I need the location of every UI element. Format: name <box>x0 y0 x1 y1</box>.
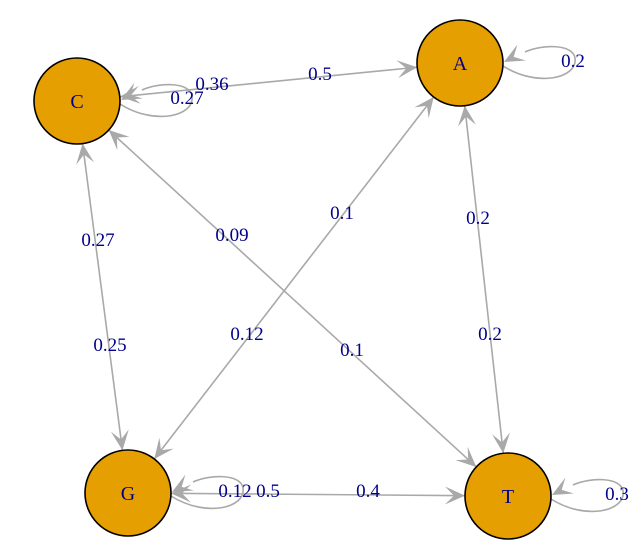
arrowhead-to-a <box>457 105 476 127</box>
edges-layer <box>76 44 624 513</box>
arrowhead-to-a <box>414 97 434 119</box>
arrowhead-to-g <box>154 437 174 459</box>
edge-label-c-t: 0.1 <box>340 340 364 361</box>
edge-c-g <box>76 143 129 451</box>
self-loop-c <box>119 82 193 118</box>
loop-arrowhead-g <box>172 474 194 492</box>
edge-label-g-a: 0.1 <box>330 203 354 224</box>
edge-label-t-c: 0.09 <box>215 225 248 246</box>
edge-label-t-g: 0.5 <box>256 481 280 502</box>
node-circle <box>33 57 121 145</box>
edge-c-t <box>108 129 477 468</box>
node-circle <box>84 449 172 537</box>
edge-label-c-g: 0.25 <box>93 335 126 356</box>
arrowhead-to-g <box>110 429 129 451</box>
edge-c-a <box>119 60 418 104</box>
node-label: T <box>502 486 514 508</box>
node-t: T <box>464 452 552 540</box>
edge-a-g <box>153 96 435 460</box>
edge-label-c-a: 0.5 <box>308 64 332 85</box>
self-loop-t <box>550 477 624 513</box>
edge-label-a-c: 0.36 <box>195 74 228 95</box>
node-circle <box>416 19 504 107</box>
edge-label-t-t: 0.3 <box>605 484 629 505</box>
edge-label-c-c: 0.27 <box>170 88 203 109</box>
node-label: G <box>121 483 135 505</box>
edge-label-a-g: 0.12 <box>230 324 263 345</box>
nodes-layer: A C G T <box>33 19 552 540</box>
loop-arrowhead-a <box>504 44 526 62</box>
arrowhead-to-t <box>455 446 477 467</box>
loop-arrowhead-t <box>552 477 574 495</box>
edge-label-a-t: 0.2 <box>478 324 502 345</box>
node-a: A <box>416 19 504 107</box>
node-circle <box>464 452 552 540</box>
arrowhead-to-c <box>76 143 95 165</box>
loop-arrowhead-c <box>121 82 143 100</box>
edge-label-g-c: 0.27 <box>81 230 114 251</box>
self-loop-a <box>502 44 576 80</box>
arrowhead-to-a <box>396 60 418 79</box>
node-c: C <box>33 57 121 145</box>
arrowhead-to-t <box>444 486 466 505</box>
edge-label-a-a: 0.2 <box>561 51 585 72</box>
arrowhead-to-t <box>492 432 511 454</box>
edge-label-g-g: 0.12 <box>218 481 251 502</box>
node-g: G <box>84 449 172 537</box>
node-label: C <box>70 91 83 113</box>
edge-a-t <box>457 105 511 454</box>
edge-label-t-a: 0.2 <box>466 208 490 229</box>
edge-g-t <box>170 484 466 505</box>
edge-labels-layer: 0.2 0.27 0.12 0.3 0.5 0.36 0.25 0.27 0.1 0.09 0.12… <box>81 51 629 505</box>
edge-label-g-t: 0.4 <box>356 481 380 502</box>
node-label: A <box>453 53 468 75</box>
arrowhead-to-c <box>108 130 130 151</box>
self-loop-g <box>170 474 244 510</box>
